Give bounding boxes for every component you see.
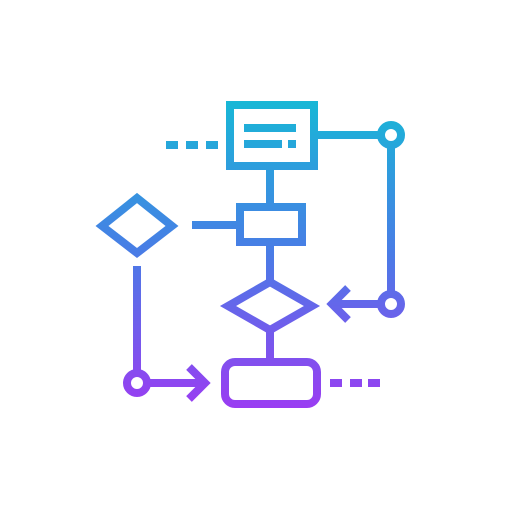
right-bottom-node	[377, 290, 405, 318]
left-bottom-node	[123, 369, 151, 397]
arrowhead-left	[326, 285, 351, 323]
arrowhead-right	[186, 364, 211, 402]
center-decision-diamond	[219, 277, 321, 335]
right-top-node	[377, 121, 405, 149]
terminal-box	[221, 358, 321, 408]
document-box	[226, 101, 318, 170]
left-decision-diamond	[95, 192, 179, 259]
process-box	[236, 203, 306, 246]
